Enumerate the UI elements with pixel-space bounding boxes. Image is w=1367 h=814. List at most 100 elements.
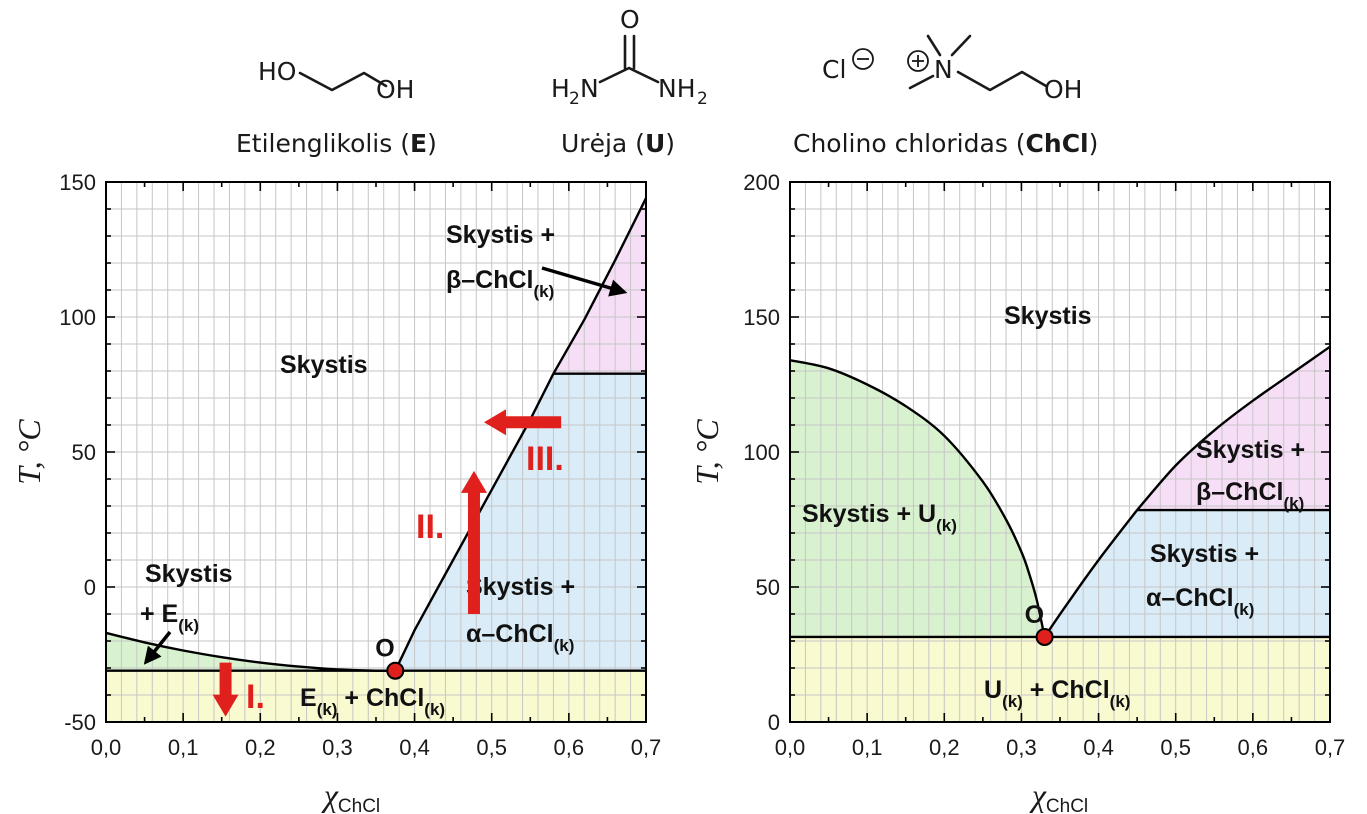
- y-tick-labels: 0 50 100 150 200: [743, 170, 780, 735]
- atom-h-left: H: [551, 74, 570, 103]
- x-tick-label: 0,3: [322, 735, 353, 760]
- x-tick-label: 0,2: [929, 735, 960, 760]
- x-axis-title: χChCl: [321, 777, 380, 814]
- y-axis-title: T, °C: [11, 419, 47, 485]
- bond-chain: [956, 70, 1048, 92]
- region-label-u: Skystis + U(k): [802, 500, 957, 535]
- arrow-step-i: [212, 662, 239, 717]
- molecule-abbr: E: [410, 129, 427, 158]
- atom-oh: OH: [376, 75, 414, 104]
- region-label-e-line1: Skystis: [145, 560, 233, 588]
- liquidus-u: [789, 359, 1046, 638]
- eutectic-point: [386, 661, 405, 680]
- region-liquid-u: [790, 360, 1045, 637]
- region-label-beta-line2: β–ChCl(k): [1196, 478, 1304, 513]
- y-tick-label: 0: [84, 575, 96, 600]
- x-tick-label: 0,4: [399, 735, 430, 760]
- ticks: [789, 181, 1331, 723]
- y-tick-label: 100: [743, 440, 780, 465]
- step-label-ii: II.: [416, 508, 444, 546]
- region-label-beta-line1: Skystis +: [446, 221, 555, 249]
- molecule-name: Etilenglikolis: [236, 129, 392, 158]
- molecule-label-chcl: Cholino chloridas (ChCl): [793, 129, 1098, 158]
- eutectic-label: O: [1025, 601, 1044, 629]
- region-label-liquid: Skystis: [280, 351, 368, 379]
- phase-regions: [790, 346, 1330, 722]
- molecule-name: Cholino chloridas: [793, 129, 1008, 158]
- x-tick-label: 0,3: [1006, 735, 1037, 760]
- molecule-urea: O H 2 N NH 2 Urėja (U): [551, 5, 708, 158]
- region-label-alpha-line2: α–ChCl(k): [1146, 584, 1254, 619]
- region-liquid-beta: [553, 198, 646, 374]
- eutectic-point: [1035, 627, 1054, 646]
- x-tick-label: 0,2: [245, 735, 276, 760]
- region-liquid-e: [106, 632, 396, 671]
- y-tick-label: 150: [743, 305, 780, 330]
- phase-lines: [789, 345, 1331, 639]
- region-label-alpha-line1: Skystis +: [1150, 540, 1259, 568]
- x-tick-label: 0,1: [852, 735, 883, 760]
- y-tick-label: 150: [59, 170, 96, 195]
- liquidus-beta: [552, 197, 648, 375]
- molecule-name: Urėja: [561, 129, 627, 158]
- region-label-liquid: Skystis: [1004, 302, 1092, 330]
- molecule-label-e: Etilenglikolis (E): [236, 129, 437, 158]
- molecule-abbr: U: [645, 129, 665, 158]
- molecule-header: HO OH Etilenglikolis (E) O H 2 N NH 2 Ur…: [236, 5, 1098, 158]
- atom-n-left: N: [580, 74, 599, 103]
- liquidus-beta: [1136, 345, 1331, 511]
- region-label-alpha-line2: α–ChCl(k): [466, 620, 574, 655]
- x-tick-label: 0,5: [476, 735, 507, 760]
- e-pointer-arrow: [143, 630, 172, 665]
- x-tick-label: 0,7: [631, 735, 662, 760]
- x-axis-title: χChCl: [1029, 777, 1088, 814]
- phase-lines: [105, 197, 648, 672]
- y-tick-label: 50: [72, 440, 96, 465]
- beta-pointer-arrow: [541, 266, 628, 297]
- atom-oh: OH: [1044, 75, 1082, 104]
- x-tick-label: 0,7: [1315, 735, 1346, 760]
- region-label-solid: U(k) + ChCl(k): [984, 676, 1130, 711]
- minus-charge-icon: [852, 48, 874, 70]
- x-tick-label: 0,4: [1083, 735, 1114, 760]
- region-liquid-beta: [1137, 346, 1330, 510]
- region-liquid-alpha: [395, 373, 646, 671]
- liquidus-alpha: [1043, 509, 1139, 638]
- region-solid-solid: [790, 636, 1330, 722]
- x-tick-label: 0,6: [554, 735, 585, 760]
- y-tick-label: 200: [743, 170, 780, 195]
- plus-charge-icon: [907, 50, 929, 72]
- region-label-beta-line2: β–ChCl(k): [446, 266, 554, 301]
- molecule-abbr: ChCl: [1026, 129, 1089, 158]
- x-tick-label: 0,1: [168, 735, 199, 760]
- atom-n: N: [934, 55, 953, 84]
- atom-o: O: [620, 5, 640, 34]
- y-tick-label: 0: [768, 710, 780, 735]
- x-tick-label: 0,5: [1160, 735, 1191, 760]
- molecule-label-u: Urėja (U): [561, 129, 675, 158]
- atom-ho: HO: [258, 57, 296, 86]
- grid: [790, 182, 1330, 722]
- y-axis-title: T, °C: [689, 419, 725, 485]
- region-label-alpha-line1: Skystis +: [466, 573, 575, 601]
- ticks: [105, 181, 647, 723]
- atom-nh-right: NH: [658, 74, 696, 103]
- bond-chain: [298, 71, 388, 92]
- y-tick-label: 50: [756, 575, 780, 600]
- step-label-i: I.: [246, 678, 265, 716]
- x-tick-label: 0,0: [775, 735, 806, 760]
- eutectic-label: O: [375, 635, 394, 663]
- arrow-step-iii: [484, 409, 562, 436]
- y-tick-label: -50: [64, 710, 96, 735]
- molecule-ethylene-glycol: HO OH Etilenglikolis (E): [236, 57, 437, 158]
- arrow-step-ii: [460, 470, 487, 614]
- bond-urea: [598, 66, 660, 84]
- region-label-beta-line1: Skystis +: [1196, 436, 1305, 464]
- region-liquid-alpha: [1044, 510, 1330, 637]
